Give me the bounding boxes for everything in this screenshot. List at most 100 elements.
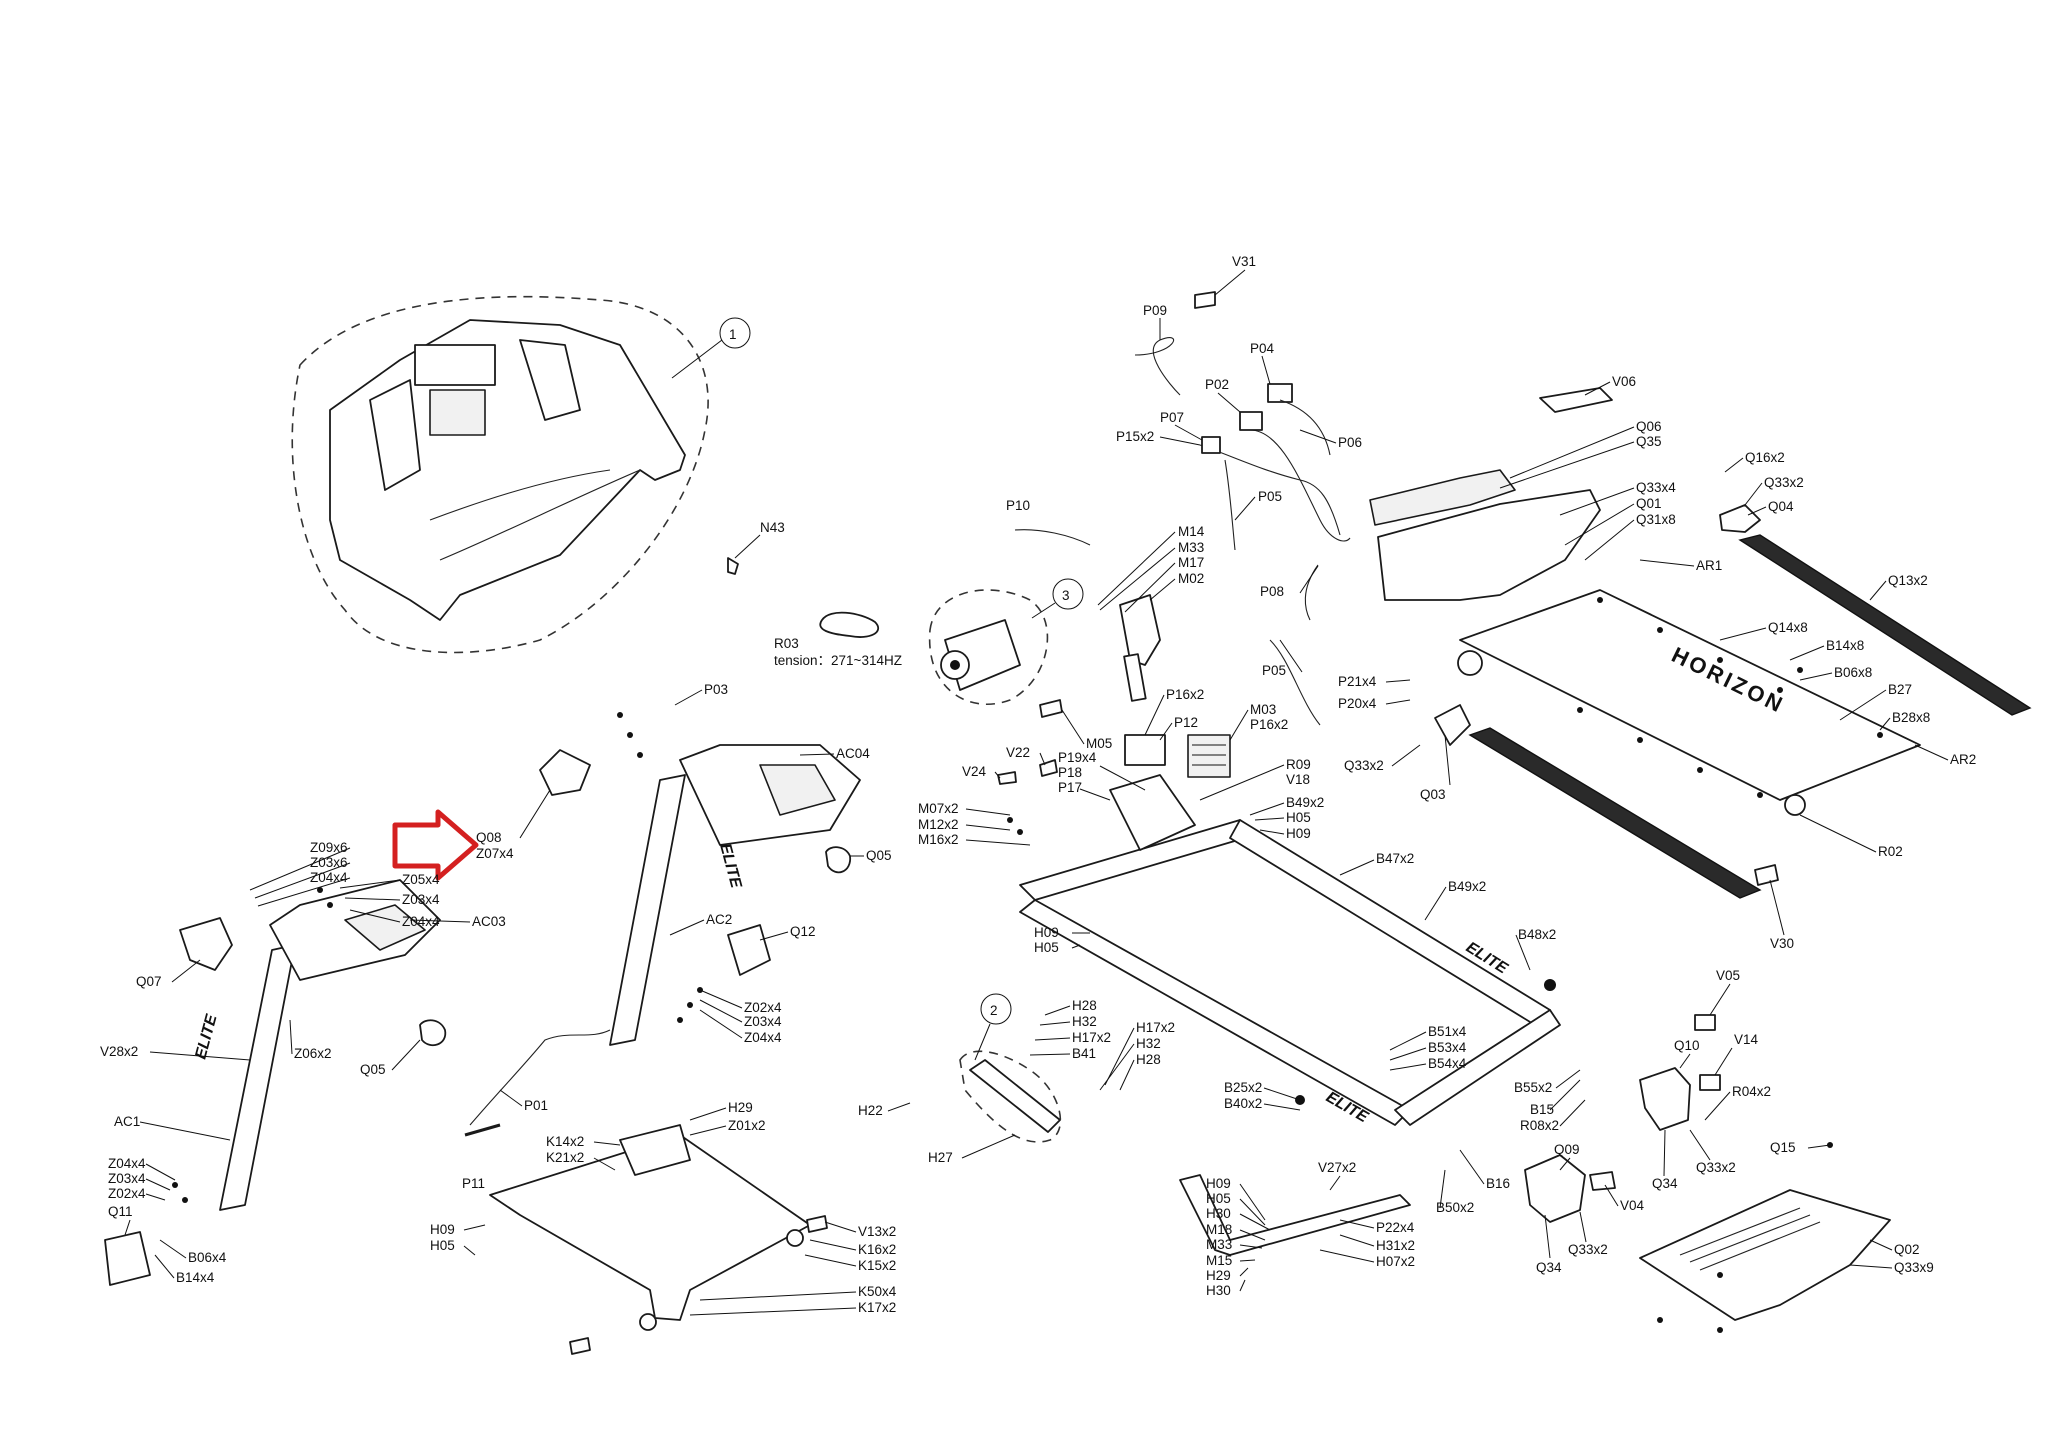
label-p16x2a: P16x2 — [1166, 687, 1204, 702]
label-m02: M02 — [1178, 571, 1204, 586]
label-z03x4b: Z03x4 — [108, 1171, 146, 1186]
label-h17x2b: H17x2 — [1136, 1020, 1175, 1035]
callout-2-circle — [980, 993, 1012, 1025]
label-p02: P02 — [1205, 377, 1229, 392]
wire-p05b — [1269, 639, 1321, 726]
callout-1-circle — [719, 317, 751, 349]
harness-line-p06 — [1279, 399, 1331, 456]
main-frame: ELITE ELITE — [1019, 774, 1561, 1127]
motor-assembly: 3 — [928, 578, 1084, 705]
incline-frame-shape — [1179, 1174, 1411, 1256]
label-h07x2: H07x2 — [1376, 1254, 1415, 1269]
label-q09: Q09 — [1554, 1142, 1580, 1157]
label-h28a: H28 — [1072, 998, 1097, 1013]
lift-motor-shaft — [1123, 653, 1147, 702]
label-m16x2: M16x2 — [918, 832, 959, 847]
label-b28x8: B28x8 — [1892, 710, 1930, 725]
label-b06x4: B06x4 — [188, 1250, 227, 1265]
sticker-v30 — [1754, 864, 1779, 886]
label-m15: M15 — [1206, 1253, 1232, 1268]
label-z01x2: Z01x2 — [728, 1118, 766, 1133]
label-b16: B16 — [1486, 1176, 1510, 1191]
label-ac1: AC1 — [114, 1114, 140, 1129]
label-h09c: H09 — [1034, 925, 1059, 940]
label-z04x4a: Z04x4 — [310, 870, 348, 885]
label-h05c: H05 — [1034, 940, 1059, 955]
label-z05x4: Z05x4 — [402, 872, 440, 887]
label-m03: M03 — [1250, 702, 1276, 717]
callout-3-text: 3 — [1062, 588, 1070, 603]
end-cap-q03 — [1434, 704, 1471, 746]
incline-frame — [1179, 1174, 1411, 1256]
label-h32b: H32 — [1136, 1036, 1161, 1051]
label-p10: P10 — [1006, 498, 1030, 513]
red-arrow-shape — [392, 809, 479, 881]
motor-cover-strip-q06 — [1369, 469, 1516, 526]
wire-p10 — [1014, 529, 1091, 546]
label-p18: P18 — [1058, 765, 1082, 780]
label-h09a: H09 — [430, 1222, 455, 1237]
handlebar-grip-left — [344, 904, 426, 951]
console-left-panel — [369, 379, 421, 491]
label-b14x4: B14x4 — [176, 1270, 215, 1285]
console-display — [414, 344, 496, 386]
label-r09: R09 — [1286, 757, 1311, 772]
label-q33x9: Q33x9 — [1894, 1260, 1934, 1275]
label-q12: Q12 — [790, 924, 816, 939]
label-q33x2c: Q33x2 — [1696, 1160, 1736, 1175]
sticker-v05 — [1694, 1014, 1716, 1031]
wire-p08 — [1304, 564, 1319, 621]
harness-line-2 — [1249, 429, 1351, 542]
rear-cover-q02 — [1639, 1189, 1891, 1321]
label-z02x4b: Z02x4 — [744, 1000, 782, 1015]
label-v04: V04 — [1620, 1198, 1645, 1213]
cup-holder-q08 — [539, 749, 591, 796]
label-ac2: AC2 — [706, 912, 732, 927]
label-q11: Q11 — [108, 1204, 133, 1219]
label-v31: V31 — [1232, 254, 1256, 269]
part-labels: V31 P09 P04 P02 P07 P15x2 P06 P05 V06 Q0… — [100, 254, 1976, 1315]
label-q15: Q15 — [1770, 1140, 1796, 1155]
label-b55x2: B55x2 — [1514, 1080, 1552, 1095]
label-b49x2a: B49x2 — [1286, 795, 1324, 810]
callout-2-text: 2 — [990, 1003, 998, 1018]
connector-p02 — [1239, 411, 1263, 431]
upright-left-brand: ELITE — [192, 1012, 220, 1061]
label-h29a: H29 — [728, 1100, 753, 1115]
label-q31x8: Q31x8 — [1636, 512, 1676, 527]
sticker-v13 — [806, 1215, 828, 1233]
label-n43: N43 — [760, 520, 785, 535]
front-roller — [1457, 650, 1483, 676]
label-b54x4: B54x4 — [1428, 1056, 1467, 1071]
sticker-base — [569, 1337, 591, 1355]
label-b51x4: B51x4 — [1428, 1024, 1467, 1039]
label-z04x4b: Z04x4 — [402, 914, 440, 929]
label-q33x2d: Q33x2 — [1568, 1242, 1608, 1257]
sticker-v22 — [1039, 759, 1058, 777]
label-h05b: H05 — [1286, 810, 1311, 825]
console-assembly: 1 — [291, 295, 751, 654]
label-p05b: P05 — [1262, 663, 1286, 678]
lift-arm-dashed-outline — [959, 1050, 1062, 1143]
label-b41: B41 — [1072, 1046, 1096, 1061]
sticker-v04 — [1589, 1171, 1616, 1191]
label-h27: H27 — [928, 1150, 953, 1165]
power-cord-p09 — [1134, 337, 1181, 396]
label-m17: M17 — [1178, 555, 1204, 570]
label-b06x8: B06x8 — [1834, 665, 1872, 680]
label-v05: V05 — [1716, 968, 1740, 983]
label-b14x8: B14x8 — [1826, 638, 1864, 653]
label-p16x2b: P16x2 — [1250, 717, 1288, 732]
console-tray-line — [429, 469, 611, 521]
plate-v06 — [1539, 387, 1613, 413]
connector-p07 — [1201, 436, 1221, 454]
highlight-arrow — [392, 809, 479, 881]
upright-right-brand: ELITE — [716, 842, 744, 891]
controller-p12 — [1124, 734, 1166, 766]
label-p12: P12 — [1174, 715, 1198, 730]
label-p08: P08 — [1260, 584, 1284, 599]
label-ac03: AC03 — [472, 914, 506, 929]
label-z04x4c: Z04x4 — [108, 1156, 146, 1171]
label-b53x4: B53x4 — [1428, 1040, 1467, 1055]
